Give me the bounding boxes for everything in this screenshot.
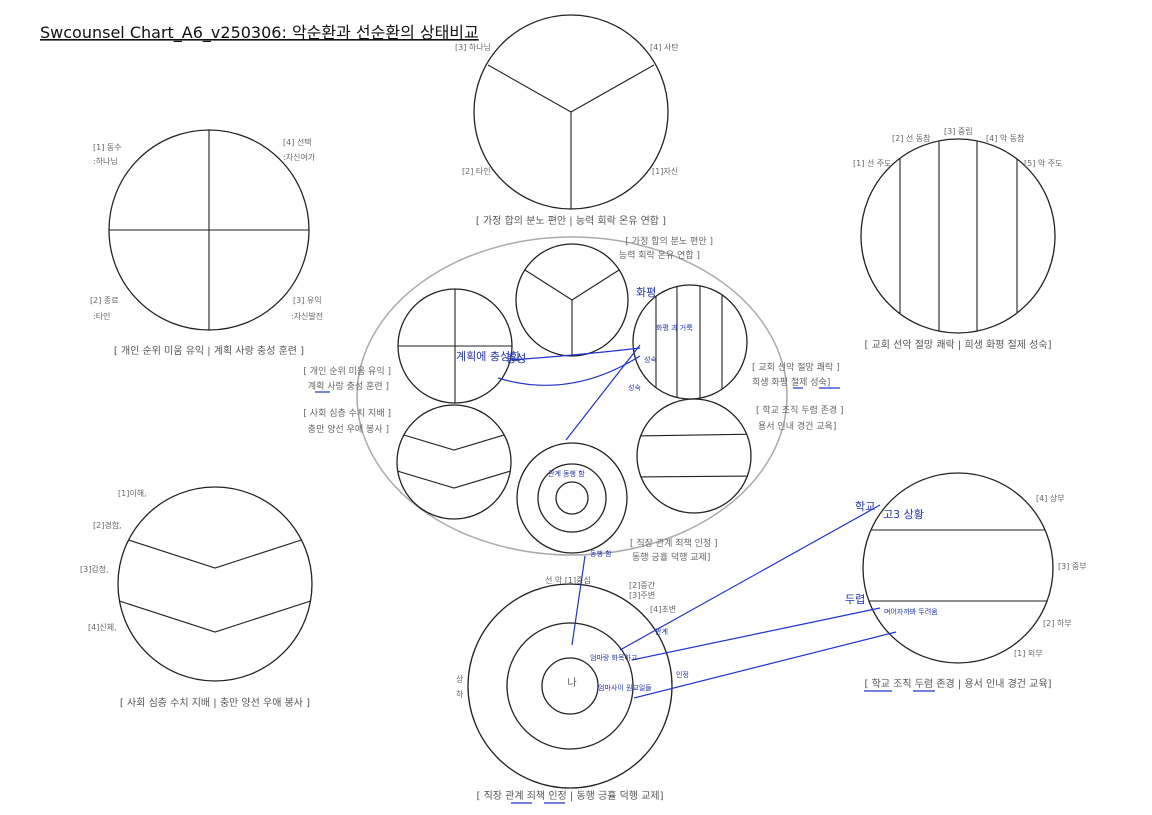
lt-label-1b: :하나님 [93,156,118,166]
page-title: Swcounsel Chart_A6_v250306: 악순환과 선순환의 상태… [40,23,479,43]
cc-cap-right-4: 용서 인내 경건 교육] [758,420,836,432]
cc-cap-left-1: [ 개인 순위 미움 유익 ] [303,365,391,377]
center-cluster: [ 가정 합의 분노 편안 ] 능력 회락 온유 연합 ] [ 개인 순위 미움… [303,235,843,563]
note-inner-2: 엄마사이 원교일들 [598,683,652,692]
bottom-label-1: 선 악 [1]중심 [545,575,591,585]
note-school: 학교 [855,500,875,513]
lb-label-2: [2]경험, [93,520,122,530]
top-label-satan: [4] 사탄 [650,42,679,52]
top-label-god: [3] 하나님 [455,42,491,52]
rt-label-1: [1] 선 주도 [853,159,892,168]
lt-label-3: [3] 유익 [293,295,322,305]
bottom-label-4: [4]초변 [650,604,676,614]
note-church-2: 화평 과 거룩 [656,323,693,332]
cc-cap-right-2: 희생 화평 절제 성숙] [752,376,830,388]
left-bottom-caption: [ 사회 심층 수치 지배 | 충만 양선 우애 봉사 ] [120,697,310,709]
left-bottom-circle: [1]이해, [2]경험, [3]감정, [4]신체, [ 사회 심층 수치 지… [80,486,313,709]
right-top-caption: [ 교회 선악 절망 쾌락 | 희생 화평 절제 성숙] [865,338,1052,351]
left-top-circle: [1] 동수 :하나님 [4] 선택 :자신여가 [2] 종료 :타인 [3] … [90,129,323,357]
cc-cap-bottom-2: 동행 긍휼 덕행 교제] [632,551,710,563]
right-bottom-circle: [4] 상부 [3] 중부 [2] 하부 [1] 외부 [ 학교 조직 두렴 존… [862,472,1087,692]
cc-cap-left-4: 충만 양선 우애 봉사 ] [308,424,389,435]
note-social: 관계 동행 함 [548,469,585,478]
lb-label-3: [3]감정, [80,564,109,574]
cc-cap-bottom-1: [ 직장 관계 죄책 인정 ] [630,537,718,549]
top-caption: [ 가정 합의 분노 편안 | 능력 회락 온유 연합 ] [476,215,666,227]
note-relation: 관계 [655,627,668,636]
bottom-caption: [ 직장 관계 죄책 인정 | 동행 긍휼 덕행 교제] [477,789,664,802]
note-left-circle: 계획에 충성함 [456,350,520,363]
cc-cap-right-3: [ 학교 조직 두렴 존경 ] [756,404,844,416]
note-arrow-1: 충성 [506,352,526,365]
rt-label-3: [3] 중립 [944,127,973,136]
note-dread-detail: 며어자까봐 두려움 [884,607,938,616]
note-church-1: 화평 [636,286,656,299]
cc-cap-top-2: 능력 회락 온유 연합 ] [619,249,700,261]
note-bottom: 동행 함 [590,549,612,558]
rt-label-4: [4] 악 동참 [986,133,1025,143]
lb-label-4: [4]신체, [88,622,117,632]
rb-label-4: [4] 상부 [1036,493,1065,503]
rb-label-2: [2] 하부 [1043,618,1072,628]
top-circle: [3] 하나님 [4] 사탄 [2] 타인 [1]자신 [ 가정 합의 분노 편… [455,14,679,227]
rt-label-2: [2] 선 동참 [892,133,931,143]
note-inner-1: 엄마랑 화목하고 [590,653,638,662]
note-church-4: 성숙 [628,383,641,392]
note-acknowledge: 인정 [676,670,689,679]
top-label-self: [1]자신 [652,167,678,176]
right-bottom-caption: [ 학교 조직 두렴 존경 | 용서 인내 경건 교육] [865,677,1052,690]
note-dread: 두렵 [845,593,865,606]
cc-cap-left-3: [ 사회 심층 수치 지배 ] [303,407,391,419]
bottom-label-3: [3]주변 [629,590,655,600]
cc-cap-left-2: 계획 사랑 충성 훈련 ] [308,380,389,392]
bottom-side-down: 하 [456,689,464,699]
bottom-circle: 선 악 [1]중심 [2]중간 [3]주변 [4]초변 상 하 나 [ 직장 관… [456,575,676,804]
cc-cap-right-1: [ 교회 선악 절망 쾌락 ] [752,361,840,373]
lt-label-4: [4] 선택 [283,137,312,147]
rb-label-1: [1] 외부 [1014,648,1043,658]
rt-label-5: [5] 악 주도 [1024,158,1063,168]
bottom-side-up: 상 [456,674,464,684]
note-church-3: 성숙 [644,355,657,364]
lt-label-3b: :자신발전 [291,311,323,321]
top-label-others: [2] 타인 [462,166,491,176]
note-school-upper: 고3 상황 [883,508,924,521]
lt-label-2b: :타인 [93,311,110,321]
bottom-center-me: 나 [567,677,576,689]
right-top-circle: [2] 선 동참 [3] 중립 [4] 악 동참 [1] 선 주도 [5] 악 … [853,127,1063,351]
lt-label-4b: :자신여가 [283,152,316,162]
left-top-caption: [ 개인 순위 미움 유익 | 계획 사랑 충성 훈련 ] [114,344,304,357]
bottom-label-2: [2]중간 [629,580,656,590]
rb-label-3: [3] 중부 [1058,562,1087,571]
lt-label-1: [1] 동수 [93,143,122,152]
handwritten-annotations: 계획에 충성함 충성 화평 화평 과 거룩 성숙 성숙 관계 동행 함 동행 함… [456,286,938,699]
lb-label-1: [1]이해, [118,488,147,498]
cc-cap-top-1: [ 가정 합의 분노 편안 ] [625,235,713,247]
lt-label-2: [2] 종료 [90,296,119,305]
